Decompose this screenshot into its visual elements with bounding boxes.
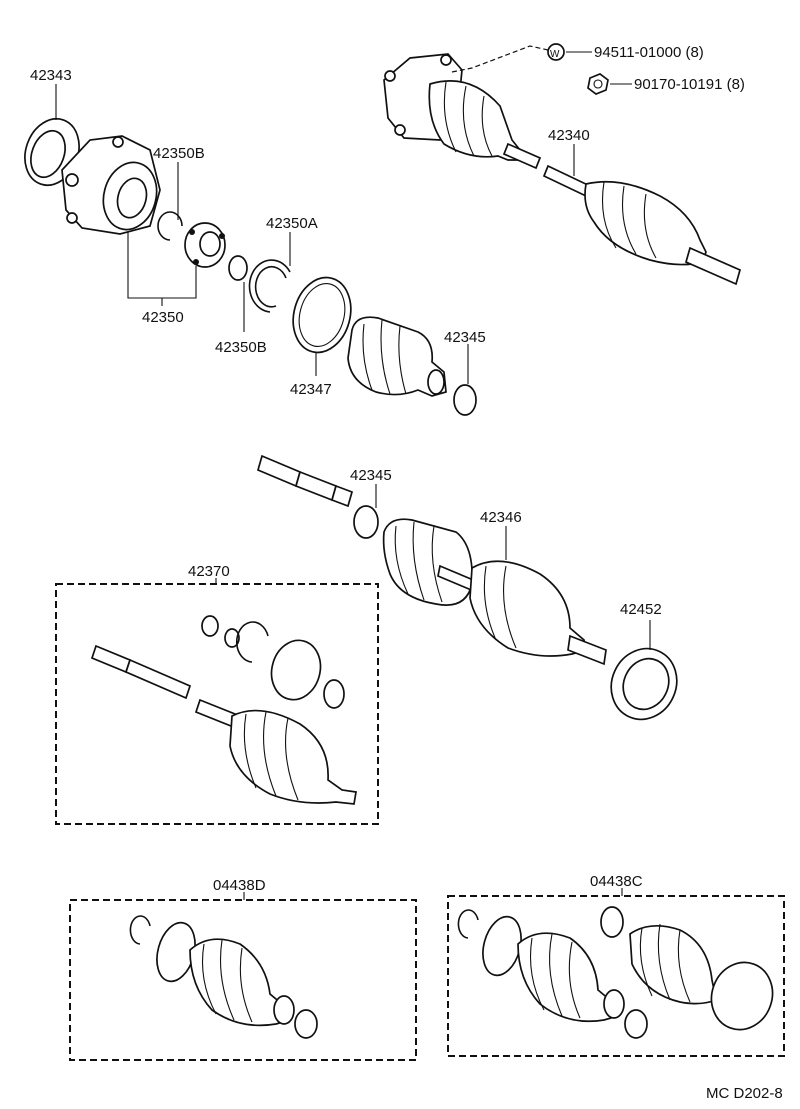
washer-symbol-text: W bbox=[550, 49, 560, 60]
label-42452: 42452 bbox=[620, 601, 662, 618]
label-42345-mid: 42345 bbox=[350, 467, 392, 484]
leader-94511 bbox=[451, 45, 549, 73]
boot-clamp-42347 bbox=[292, 276, 352, 354]
figure-code: MC D202-8 bbox=[706, 1085, 783, 1102]
label-42346: 42346 bbox=[480, 509, 522, 526]
label-90170: 90170-10191 (8) bbox=[634, 76, 745, 93]
snap-ring-42350a-inner bbox=[254, 265, 287, 308]
drive-shaft-top bbox=[383, 53, 742, 286]
snap-ring-42350b-lower bbox=[228, 255, 248, 281]
snap-ring-42350b-upper bbox=[157, 211, 183, 241]
label-94511: 94511-01000 (8) bbox=[594, 44, 704, 61]
label-04438d: 04438D bbox=[213, 877, 266, 894]
label-42350a: 42350A bbox=[266, 215, 318, 232]
drive-shaft-middle bbox=[256, 454, 354, 508]
seal-42452 bbox=[610, 647, 678, 721]
boot-clamp-42345-mid bbox=[353, 505, 379, 539]
inner-race bbox=[184, 222, 226, 268]
dust-seal-42343 bbox=[24, 117, 80, 187]
kit-box-04438c bbox=[447, 895, 785, 1057]
snap-ring-42350a bbox=[248, 259, 291, 313]
kit-04438c-parts bbox=[457, 906, 774, 1039]
label-42350b-top: 42350B bbox=[153, 145, 205, 162]
label-42347: 42347 bbox=[290, 381, 332, 398]
boot-clamp-42347-inner bbox=[298, 283, 346, 347]
kit-box-42370 bbox=[55, 583, 379, 825]
washer-symbol bbox=[547, 43, 565, 61]
label-04438c: 04438C bbox=[590, 873, 643, 890]
boot-upper bbox=[347, 316, 447, 397]
kit-04438d-parts bbox=[129, 915, 318, 1039]
label-42350b-bottom: 42350B bbox=[215, 339, 267, 356]
kit-42370-parts bbox=[90, 615, 357, 805]
label-42350: 42350 bbox=[142, 309, 184, 326]
boot-clamp-42345-top bbox=[453, 384, 477, 416]
label-42370: 42370 bbox=[188, 563, 230, 580]
label-42343: 42343 bbox=[30, 67, 72, 84]
boot-42346 bbox=[382, 518, 607, 666]
nut-90170 bbox=[587, 73, 609, 95]
joint-housing bbox=[61, 135, 161, 235]
label-42340: 42340 bbox=[548, 127, 590, 144]
label-42345-top: 42345 bbox=[444, 329, 486, 346]
